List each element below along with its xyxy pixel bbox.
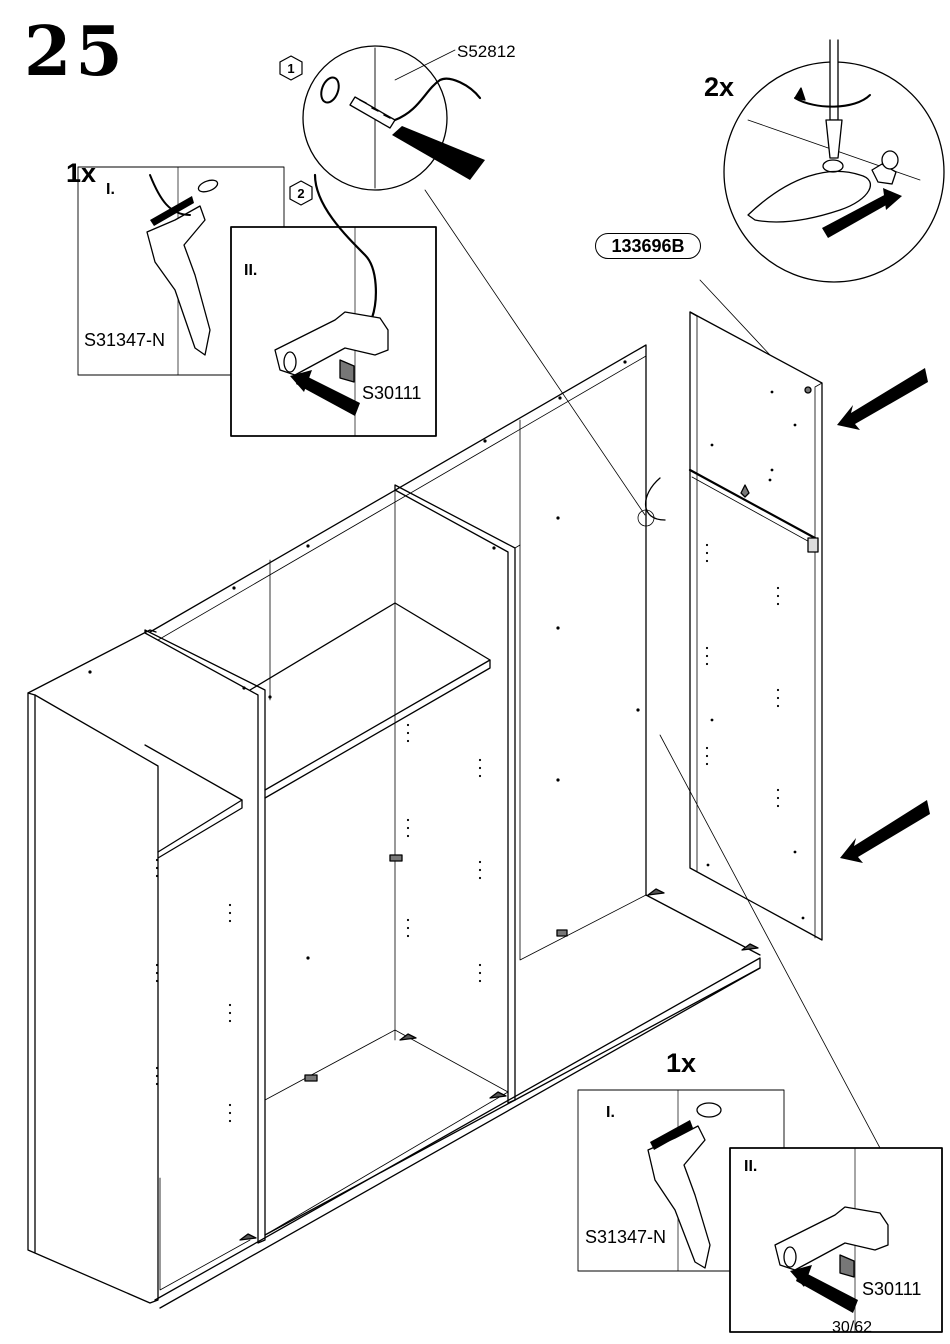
leader-lines xyxy=(424,189,881,1149)
quantity-label: 1x xyxy=(66,158,97,188)
part-label-fitting: S31347-N xyxy=(84,330,166,350)
dowel-holes xyxy=(88,360,640,1123)
quantity-label: 2x xyxy=(704,72,735,102)
quantity-label: 1x xyxy=(666,1048,697,1078)
panel-label: 133696B xyxy=(595,233,701,259)
side-panel xyxy=(644,311,823,941)
side-panel-holes xyxy=(705,390,805,920)
callout-box-top-left xyxy=(77,166,437,437)
direction-arrow-icon xyxy=(837,368,930,863)
step-roman-label: I. xyxy=(106,181,115,198)
hexagon-badge-icon xyxy=(289,180,313,206)
step-roman-label: II. xyxy=(744,1158,758,1175)
callout-box-bottom-right xyxy=(577,1089,943,1333)
wardrobe-carcass xyxy=(27,344,761,1309)
step-number: 25 xyxy=(24,12,127,92)
part-label-screw: S30111 xyxy=(862,1279,922,1299)
page-number: 30/62 xyxy=(832,1319,873,1336)
hexagon-badge-icon xyxy=(279,55,303,81)
step-roman-label: I. xyxy=(606,1104,615,1121)
callout-circle-screwdriver xyxy=(723,39,945,283)
callout-number-2: 2 xyxy=(297,186,305,201)
callout-circle-cable xyxy=(302,45,485,191)
part-label-fitting: S31347-N xyxy=(585,1227,667,1247)
part-label-screw: S30111 xyxy=(362,383,422,403)
callout-number-1: 1 xyxy=(287,61,295,76)
step-roman-label: II. xyxy=(244,262,258,279)
part-label-cable: S52812 xyxy=(457,42,516,61)
